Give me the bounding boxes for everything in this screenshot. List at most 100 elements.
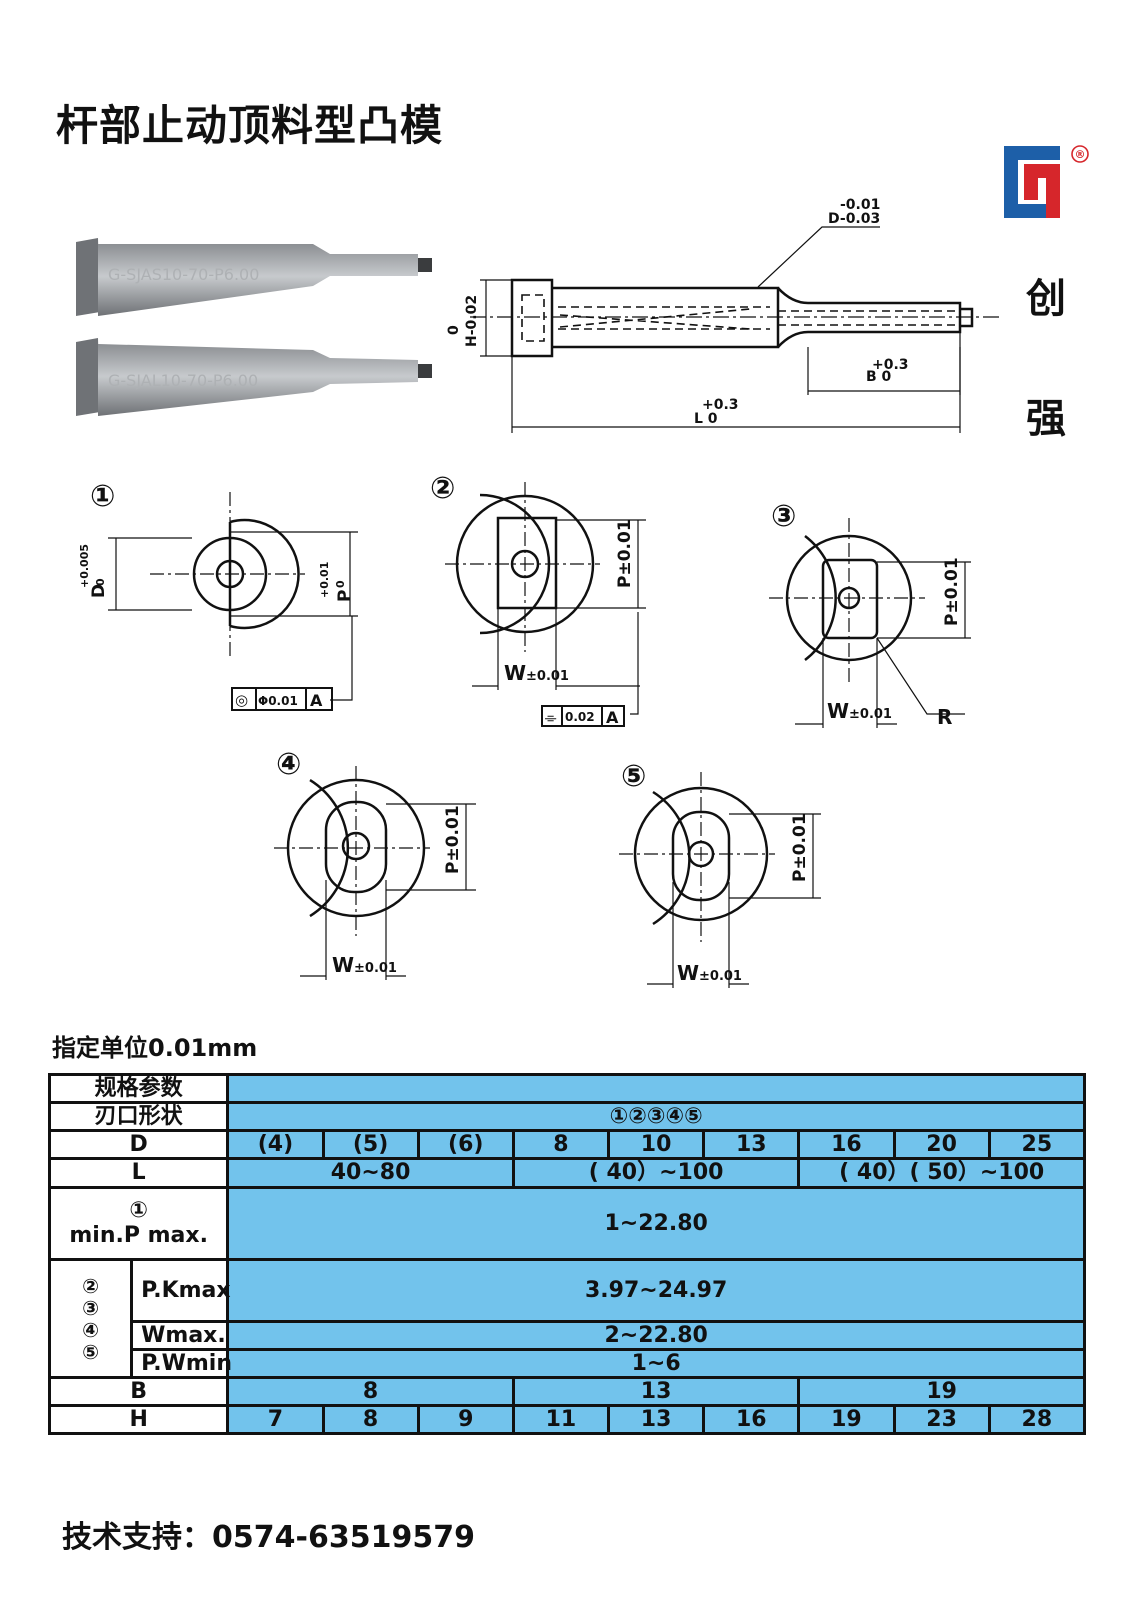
d-value: 13 bbox=[702, 1129, 801, 1160]
svg-text:①: ① bbox=[90, 479, 115, 514]
svg-text:W: W bbox=[827, 699, 849, 723]
d-value: 10 bbox=[607, 1129, 706, 1160]
h-value: 28 bbox=[987, 1404, 1087, 1435]
d-label: D bbox=[47, 1129, 230, 1160]
punch-drawing: -0.01 D-0.03 0 H-0.02 +0.3 B 0 +0.3 L 0 bbox=[446, 197, 1000, 433]
svg-text:0: 0 bbox=[446, 325, 462, 335]
group-num: ③ bbox=[82, 1295, 100, 1320]
h-value: 16 bbox=[702, 1404, 801, 1435]
l-label: L bbox=[47, 1157, 230, 1189]
svg-text:W: W bbox=[504, 661, 526, 685]
shape-2-diagram: ② P±0.01 W ±0.01 ⌯ 0.02 A bbox=[430, 471, 646, 727]
svg-text:⑤: ⑤ bbox=[621, 759, 646, 794]
svg-text:D-0.03: D-0.03 bbox=[828, 211, 880, 227]
svg-text:+0.3: +0.3 bbox=[872, 357, 909, 373]
d-value: (5) bbox=[321, 1129, 420, 1160]
svg-text:◎: ◎ bbox=[235, 691, 248, 709]
svg-text:⌯: ⌯ bbox=[545, 710, 557, 726]
svg-text:A: A bbox=[310, 691, 323, 710]
svg-text:0: 0 bbox=[334, 580, 347, 588]
w-label: Wmax. bbox=[130, 1320, 230, 1351]
shape-1-diagram: ① D +0.005 0 P +0.01 0 ◎ Φ0.01 A bbox=[80, 479, 358, 711]
svg-text:P±0.01: P±0.01 bbox=[790, 813, 810, 882]
shape-value: ①②③④⑤ bbox=[226, 1101, 1086, 1132]
cq-logo-icon: ® bbox=[1004, 145, 1089, 218]
svg-text:Φ0.01: Φ0.01 bbox=[258, 694, 298, 708]
svg-text:W: W bbox=[332, 953, 354, 977]
spec-header-fill bbox=[226, 1073, 1086, 1104]
svg-text:±0.01: ±0.01 bbox=[699, 969, 742, 984]
page-title: 杆部止动顶料型凸模 bbox=[56, 101, 444, 150]
svg-text:③: ③ bbox=[771, 499, 796, 534]
svg-text:±0.01: ±0.01 bbox=[354, 961, 397, 976]
svg-text:®: ® bbox=[1075, 148, 1086, 161]
svg-text:G-SJAL10-70-P6.00: G-SJAL10-70-P6.00 bbox=[108, 371, 258, 390]
shape-4-diagram: ④ P±0.01 W ±0.01 bbox=[274, 747, 476, 980]
d-value: 16 bbox=[797, 1129, 896, 1160]
h-value: 13 bbox=[607, 1404, 706, 1435]
p-label-text: min.P max. bbox=[69, 1222, 208, 1248]
h-value: 8 bbox=[321, 1404, 420, 1435]
svg-text:0.02: 0.02 bbox=[565, 710, 595, 724]
shape-5-diagram: ⑤ P±0.01 W ±0.01 bbox=[619, 759, 821, 988]
brand-char-1: 创 bbox=[1026, 276, 1066, 322]
svg-text:+0.005: +0.005 bbox=[80, 544, 91, 588]
pw-label: P.Wmin bbox=[130, 1348, 232, 1379]
svg-text:±0.01: ±0.01 bbox=[526, 669, 569, 684]
spec-header: 规格参数 bbox=[47, 1073, 230, 1104]
d-value: (4) bbox=[226, 1129, 325, 1160]
svg-text:+0.3: +0.3 bbox=[702, 397, 739, 413]
unit-note: 指定单位0.01mm bbox=[52, 1034, 258, 1062]
w-value: 2~22.80 bbox=[226, 1320, 1086, 1351]
svg-text:D: D bbox=[89, 584, 109, 598]
h-value: 23 bbox=[892, 1404, 991, 1435]
group-num: ④ bbox=[82, 1317, 100, 1342]
punch-part-2: G-SJAL10-70-P6.00 bbox=[76, 338, 432, 416]
svg-text:±0.01: ±0.01 bbox=[849, 707, 892, 722]
b-value: 8 bbox=[226, 1376, 515, 1407]
product-photo: G-SJAS10-70-P6.00 G-SJAL10-70-P6.00 bbox=[76, 238, 432, 416]
svg-text:P±0.01: P±0.01 bbox=[942, 557, 962, 626]
svg-text:R: R bbox=[937, 705, 952, 729]
svg-text:-0.01: -0.01 bbox=[840, 197, 880, 213]
pk-value: 3.97~24.97 bbox=[226, 1258, 1086, 1323]
l-value: ( 40）~100 bbox=[511, 1157, 801, 1189]
svg-text:②: ② bbox=[430, 471, 455, 506]
group-num: ② bbox=[82, 1273, 100, 1298]
spec-table: 规格参数 刃口形状 ①②③④⑤ D (4) (5) (6) 8 10 13 16… bbox=[47, 1073, 1087, 1435]
svg-text:P±0.01: P±0.01 bbox=[443, 805, 463, 874]
svg-text:H-0.02: H-0.02 bbox=[464, 295, 480, 347]
p-label: ① min.P max. bbox=[47, 1186, 230, 1261]
svg-text:④: ④ bbox=[276, 747, 301, 782]
pw-value: 1~6 bbox=[226, 1348, 1086, 1379]
h-value: 9 bbox=[416, 1404, 515, 1435]
p-label-num: ① bbox=[129, 1198, 148, 1224]
svg-text:G-SJAS10-70-P6.00: G-SJAS10-70-P6.00 bbox=[108, 265, 259, 284]
svg-text:+0.01: +0.01 bbox=[318, 562, 331, 598]
svg-text:P: P bbox=[335, 590, 355, 602]
d-value: (6) bbox=[416, 1129, 515, 1160]
h-label: H bbox=[47, 1404, 230, 1435]
d-value: 20 bbox=[892, 1129, 991, 1160]
b-label: B bbox=[47, 1376, 230, 1407]
h-value: 19 bbox=[797, 1404, 896, 1435]
p-value: 1~22.80 bbox=[226, 1186, 1086, 1261]
pk-label: P.Kmax bbox=[130, 1258, 231, 1323]
support-phone: 技术支持：0574-63519579 bbox=[62, 1520, 475, 1555]
group-numbers: ② ③ ④ ⑤ bbox=[47, 1258, 134, 1379]
d-value: 25 bbox=[987, 1129, 1087, 1160]
b-value: 13 bbox=[511, 1376, 801, 1407]
svg-text:L 0: L 0 bbox=[694, 411, 718, 427]
l-value: ( 40）( 50）~100 bbox=[797, 1157, 1086, 1189]
d-value: 8 bbox=[511, 1129, 611, 1160]
svg-text:A: A bbox=[606, 708, 619, 727]
l-value: 40~80 bbox=[226, 1157, 515, 1189]
shape-label: 刃口形状 bbox=[47, 1101, 230, 1132]
flatness-tolerance-frame: ⌯ 0.02 A bbox=[541, 705, 625, 727]
group-num: ⑤ bbox=[82, 1339, 100, 1364]
h-value: 11 bbox=[511, 1404, 611, 1435]
shape-3-diagram: ③ P±0.01 W ±0.01 R bbox=[769, 499, 971, 729]
position-tolerance-frame: ◎ Φ0.01 A bbox=[231, 687, 333, 711]
punch-part-1: G-SJAS10-70-P6.00 bbox=[76, 238, 432, 316]
svg-text:0: 0 bbox=[94, 578, 107, 586]
